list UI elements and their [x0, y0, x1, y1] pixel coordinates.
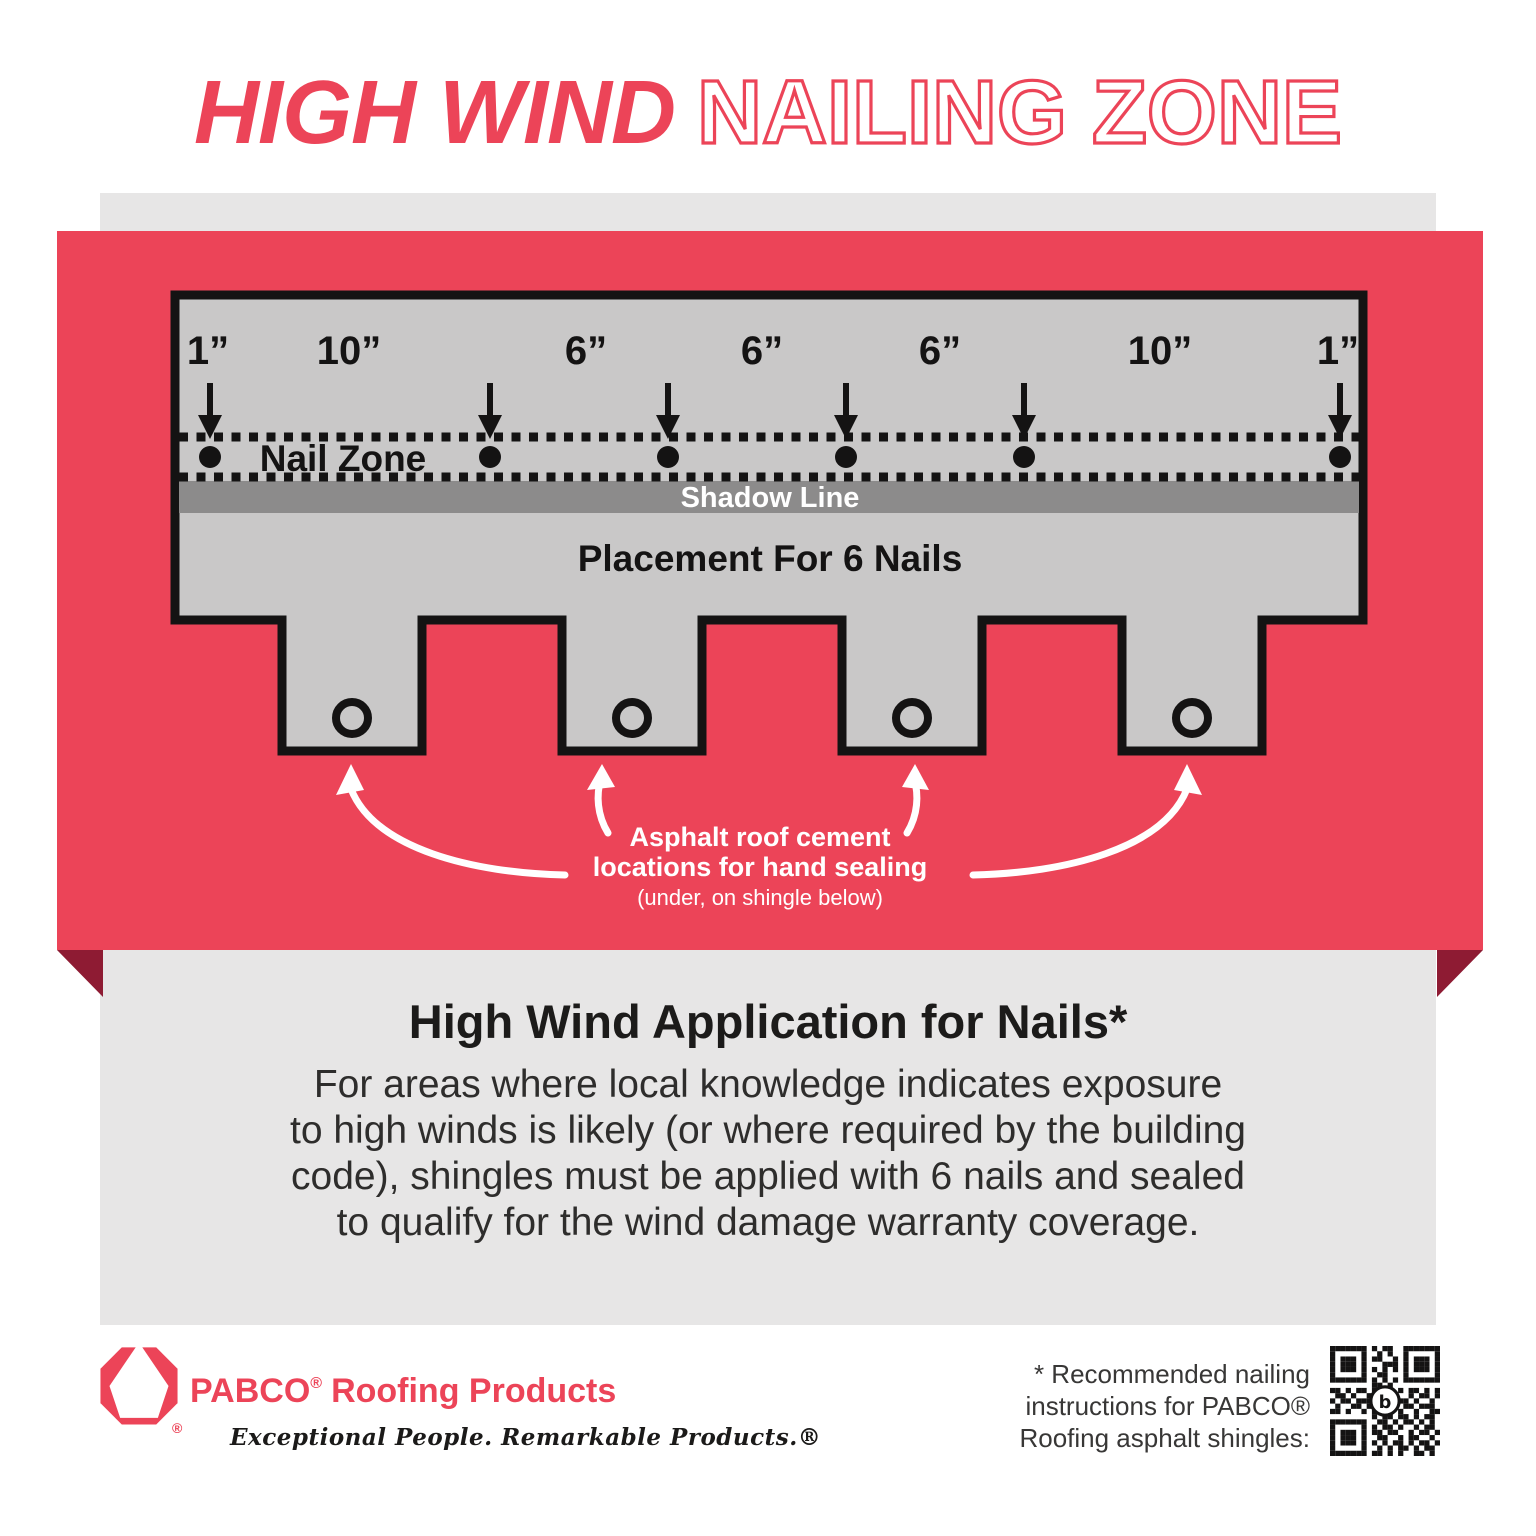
cement-seal-rings — [332, 698, 1212, 738]
footnote-line: instructions for PABCO® — [1025, 1391, 1310, 1421]
brand-suffix: Roofing Products — [331, 1372, 617, 1410]
info-line: to high winds is likely (or where requir… — [290, 1109, 1246, 1152]
nail-zone-label: Nail Zone — [259, 438, 427, 479]
qr-code: b — [1330, 1346, 1440, 1456]
nail-dots — [199, 446, 1351, 468]
cement-pointer-arrows — [336, 764, 1202, 879]
measurement-label-6in-3: 6” — [918, 329, 962, 373]
footnote-line: * Recommended nailing — [1033, 1359, 1310, 1389]
info-heading: High Wind Application for Nails* — [408, 995, 1128, 1048]
ribbon-fold-right — [1437, 950, 1483, 997]
qr-modules — [1330, 1346, 1440, 1456]
info-line: For areas where local knowledge indicate… — [313, 1063, 1223, 1106]
title-solid-text: HIGH WIND — [194, 63, 676, 163]
cement-note-line3: (under, on shingle below) — [637, 885, 883, 910]
shadow-line-band — [179, 481, 1359, 513]
measurement-label-6in-1: 6” — [564, 329, 608, 373]
shingle-diagram — [170, 290, 1368, 879]
measurement-label-1in-right: 1” — [1316, 329, 1360, 373]
cement-note: Asphalt roof cement locations for hand s… — [593, 822, 928, 912]
brand-tagline: Exceptional People. Remarkable Products.… — [230, 1424, 822, 1451]
brand-registered-mark: ® — [310, 1375, 323, 1392]
footnote: * Recommended nailing instructions for P… — [1019, 1358, 1310, 1454]
nail-position-arrows — [198, 383, 1352, 439]
info-line: to qualify for the wind damage warranty … — [336, 1201, 1200, 1244]
measurement-label-6in-2: 6” — [740, 329, 784, 373]
title-outline-text: NAILING ZONE — [695, 61, 1343, 164]
brand-wordmark: PABCO® Roofing Products — [190, 1372, 616, 1411]
placement-label: Placement For 6 Nails — [577, 538, 963, 579]
info-paragraph: For areas where local knowledge indicate… — [290, 1062, 1246, 1246]
ribbon-fold-left — [57, 950, 103, 997]
info-line: code), shingles must be applied with 6 n… — [291, 1155, 1245, 1198]
shadow-line-label: Shadow Line — [680, 482, 860, 514]
qr-center-glyph: b — [1379, 1392, 1392, 1413]
qr-center-logo — [1369, 1385, 1401, 1417]
measurement-label-10in-left: 10” — [316, 329, 382, 373]
shingle-outline — [170, 290, 1368, 756]
footnote-line: Roofing asphalt shingles: — [1019, 1423, 1310, 1453]
cement-note-line1: Asphalt roof cement — [629, 822, 891, 852]
brand-name: PABCO — [190, 1372, 311, 1410]
measurement-label-1in-left: 1” — [186, 329, 230, 373]
logo-registered-mark: ® — [172, 1420, 183, 1436]
cement-note-line2: locations for hand sealing — [592, 852, 928, 882]
pabco-logo-icon — [100, 1344, 178, 1425]
measurement-label-10in-right: 10” — [1127, 329, 1193, 373]
